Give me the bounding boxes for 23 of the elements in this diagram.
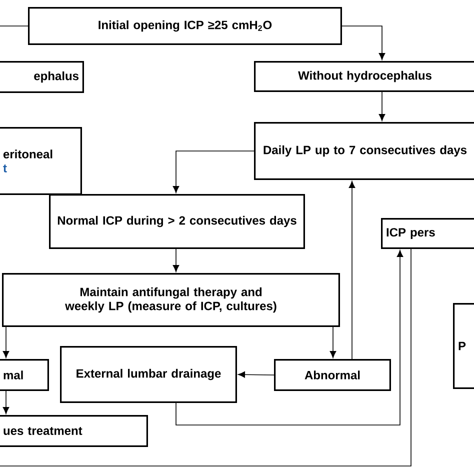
process-box: Without hydrocephalus (254, 61, 474, 92)
arrow (238, 371, 274, 378)
process-box: Initial opening ICP ≥25 cmH$_{2}$O (28, 7, 342, 45)
arrow (2, 326, 10, 358)
arrow (2, 390, 10, 414)
arrow (378, 92, 386, 121)
arrow (172, 150, 254, 193)
arrow (342, 26, 386, 60)
arrow (348, 181, 356, 360)
process-box: Daily LP up to 7 consecutives days (254, 122, 474, 180)
process-box: Maintain antifungal therapy and weekly LP (measure of ICP, cultures) (2, 273, 340, 327)
process-box: P (453, 303, 474, 389)
process-box: Abnormal (274, 359, 391, 391)
arrow (172, 248, 180, 272)
process-box: mal (0, 359, 49, 391)
process-box: ephalus (0, 61, 84, 93)
arrow (330, 326, 336, 358)
arrow (176, 250, 404, 426)
process-box: ICP pers (381, 218, 474, 249)
process-box: eritoneal t (0, 127, 82, 195)
process-box: ues treatment (0, 415, 148, 447)
process-box: External lumbar drainage (60, 346, 237, 403)
process-box: Normal ICP during > 2 consecutives days (49, 194, 305, 249)
